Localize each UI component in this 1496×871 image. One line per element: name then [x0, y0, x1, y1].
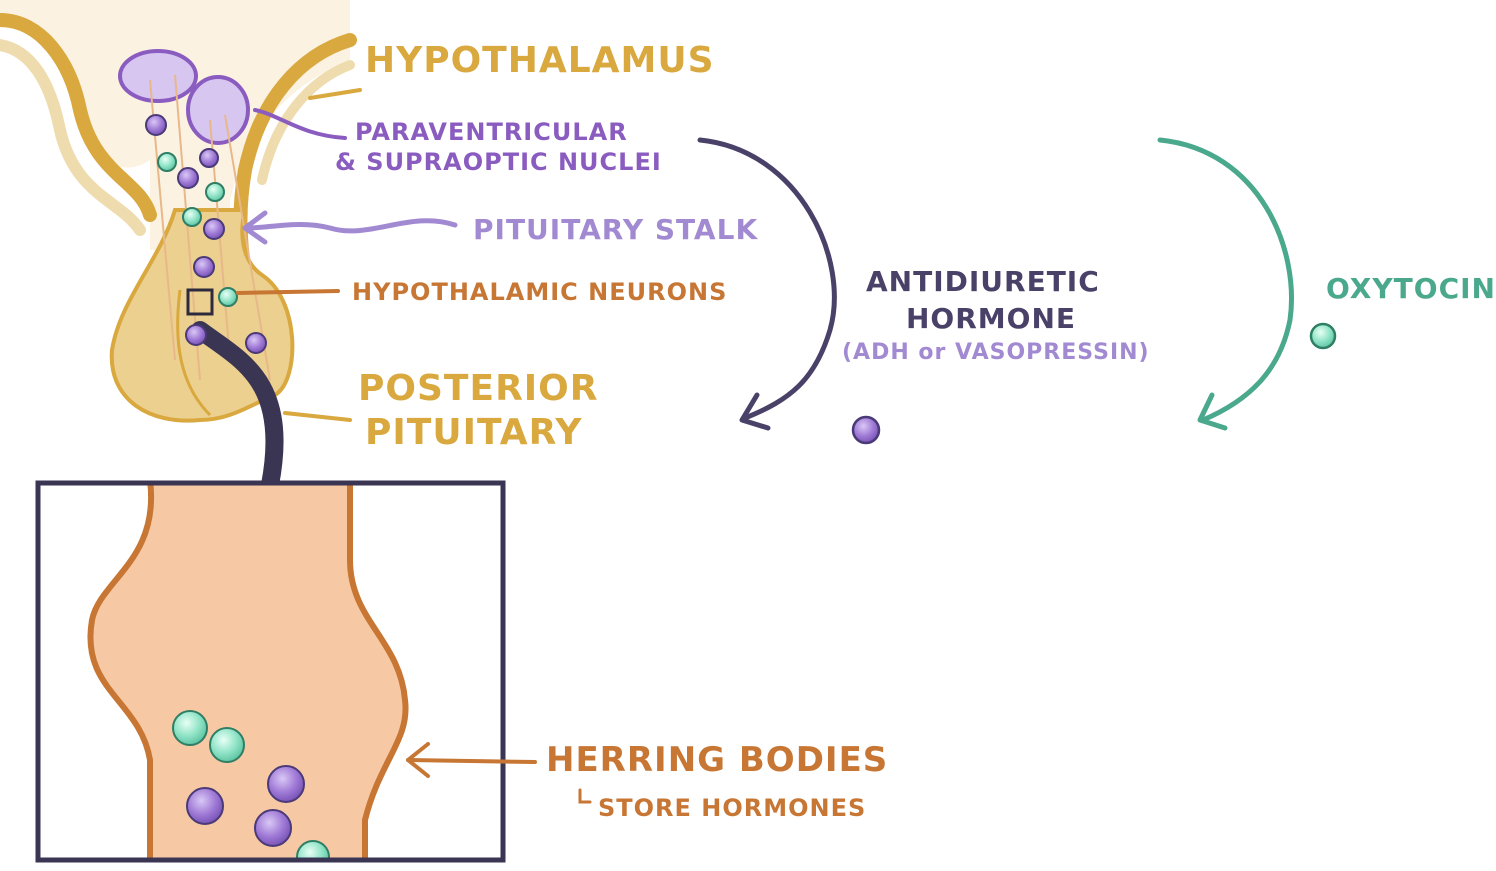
neurons-pointer: [236, 289, 340, 295]
posterior-pituitary-label-line1: POSTERIOR: [358, 368, 599, 409]
adh-label-line2: HORMONE: [906, 302, 1077, 335]
pituitary-gland-drawing: [0, 0, 362, 494]
stalk-granules: [145, 114, 267, 354]
nuclei-pointer: [253, 108, 347, 140]
oxytocin-label: OXYTOCIN: [1326, 272, 1496, 305]
adh-release-arrow: [697, 137, 837, 431]
oxytocin-release-arrow: [1157, 137, 1294, 431]
adh-label-line1: ANTIDIURETIC: [866, 265, 1100, 298]
adh-hormone-particle: [851, 415, 881, 445]
herring-zoom-box: [35, 480, 506, 863]
nuclei-label-line2: & SUPRAOPTIC NUCLEI: [335, 148, 662, 176]
nuclei-label-line1: PARAVENTRICULAR: [355, 118, 628, 146]
herring-bodies-label: HERRING BODIES: [546, 740, 889, 780]
posterior-pituitary-label-line2: PITUITARY: [365, 412, 583, 453]
stalk-arrow: [242, 210, 458, 245]
oxytocin-hormone-particle: [1309, 322, 1337, 350]
herring-arrow: [406, 742, 592, 804]
adh-alt-name-label: (ADH or VASOPRESSIN): [842, 340, 1150, 365]
store-hormones-label: STORE HORMONES: [598, 794, 867, 822]
pituitary-stalk-label: PITUITARY STALK: [473, 213, 759, 246]
hypothalamus-label: HYPOTHALAMUS: [365, 40, 715, 81]
hypothalamic-neurons-label: HYPOTHALAMIC NEURONS: [352, 278, 728, 306]
